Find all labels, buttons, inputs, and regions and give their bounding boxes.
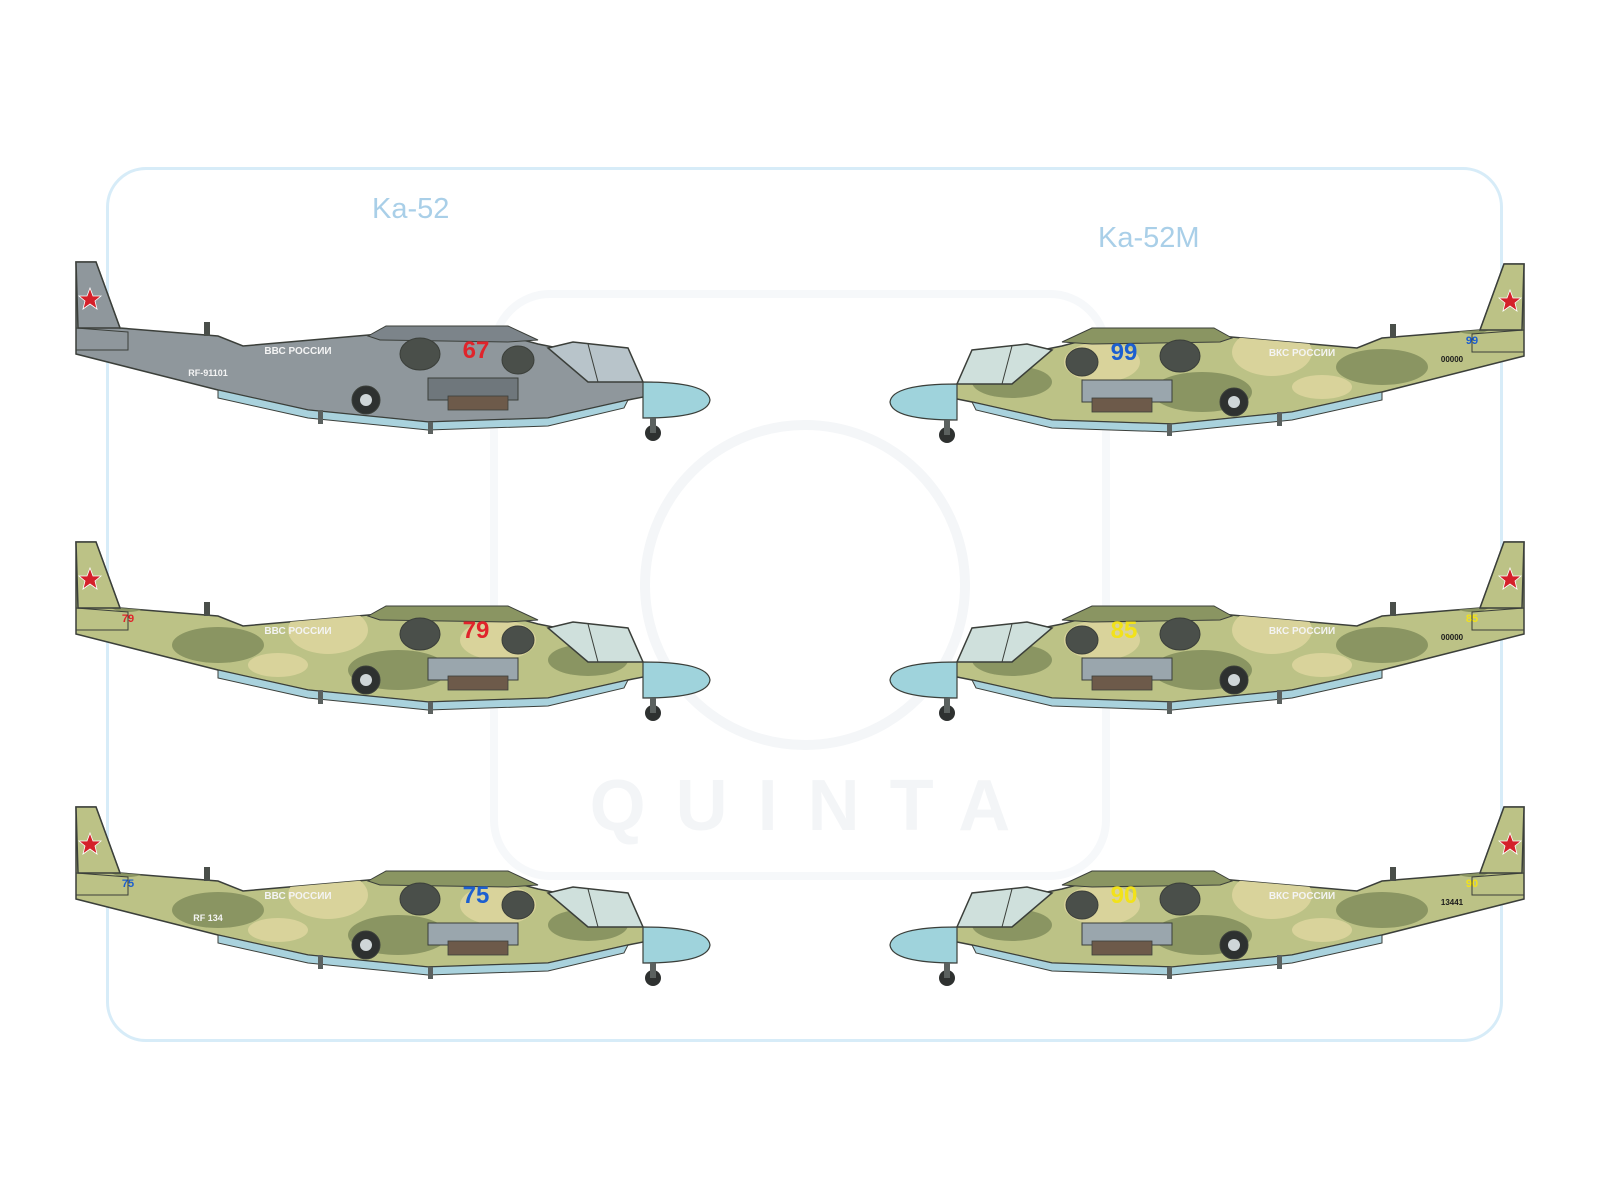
antenna-mast: [1390, 867, 1396, 881]
red-star-insignia: [77, 286, 103, 310]
tail-gear: [318, 955, 323, 969]
tail-fin: [1478, 263, 1525, 331]
tail-gear: [1277, 412, 1282, 426]
tail-fin: [75, 806, 122, 874]
antenna-mast: [204, 867, 210, 881]
side-number: 75: [463, 882, 490, 909]
belly-band: [217, 669, 629, 711]
tail-gear: [1277, 690, 1282, 704]
red-star-insignia: [77, 831, 103, 855]
tail-number: 85: [1466, 613, 1478, 625]
tail-fin: [1478, 806, 1525, 874]
column-title-ka52: Ka-52: [372, 193, 450, 225]
red-star-insignia: [1497, 831, 1523, 855]
nose-radome: [889, 661, 958, 699]
belly-band: [971, 391, 1383, 433]
engine-intake: [399, 617, 441, 651]
cockpit-canopy: [546, 886, 645, 928]
cockpit-canopy: [955, 621, 1054, 663]
tail-number: 90: [1466, 878, 1478, 890]
tail-gear: [318, 410, 323, 424]
fuselage-inscription: ВВС РОССИИ: [264, 626, 331, 637]
side-number: 99: [1111, 339, 1138, 366]
antenna-mast: [204, 322, 210, 336]
tail-fin: [1478, 541, 1525, 609]
engine-hump: [1061, 605, 1234, 623]
red-star-insignia: [1497, 288, 1523, 312]
serial-number: 13441: [1441, 898, 1464, 907]
red-star-insignia: [77, 566, 103, 590]
tail-number: 99: [1466, 335, 1478, 347]
engine-intake: [399, 337, 441, 371]
antenna-mast: [1390, 602, 1396, 616]
helicopter-profile-ka52-75: ВВС РОССИИ 75 RF 134 75: [68, 795, 728, 1005]
cockpit-canopy: [546, 341, 645, 383]
engine-hump: [366, 605, 539, 623]
engine-hump: [1061, 870, 1234, 888]
cockpit-canopy: [955, 886, 1054, 928]
engine-hump: [366, 325, 539, 343]
watermark-frame: [490, 290, 1110, 880]
engine-intake: [1159, 617, 1201, 651]
tail-gear: [1277, 955, 1282, 969]
belly-band: [217, 934, 629, 976]
tail-number: 79: [122, 613, 134, 625]
fuselage-inscription: ВКС РОССИИ: [1269, 891, 1335, 902]
tail-gear: [318, 690, 323, 704]
nose-radome: [889, 383, 958, 421]
side-number: 79: [463, 617, 490, 644]
cockpit-canopy: [955, 343, 1054, 385]
side-number: 67: [463, 337, 490, 364]
nose-radome: [642, 926, 711, 964]
column-title-ka52m: Ka-52M: [1098, 222, 1200, 254]
belly-band: [971, 669, 1383, 711]
engine-intake: [399, 882, 441, 916]
nose-radome: [642, 661, 711, 699]
antenna-mast: [1390, 324, 1396, 338]
engine-hump: [366, 870, 539, 888]
nose-radome: [889, 926, 958, 964]
serial-number: 00000: [1441, 355, 1464, 364]
engine-hump: [1061, 327, 1234, 345]
fuselage-inscription: ВВС РОССИИ: [264, 346, 331, 357]
fuselage-inscription: ВКС РОССИИ: [1269, 348, 1335, 359]
engine-intake: [1159, 339, 1201, 373]
side-number: 90: [1111, 882, 1138, 909]
cockpit-canopy: [546, 621, 645, 663]
side-number: 85: [1111, 617, 1138, 644]
red-star-insignia: [1497, 566, 1523, 590]
watermark-logo: [640, 420, 970, 750]
engine-intake: [1159, 882, 1201, 916]
antenna-mast: [204, 602, 210, 616]
registration-code: RF-91101: [188, 368, 228, 378]
watermark-text: QUINTA: [589, 766, 1041, 846]
nose-radome: [642, 381, 711, 419]
tail-fin: [75, 261, 122, 329]
registration-code: RF 134: [193, 913, 223, 923]
tail-number: 75: [122, 878, 134, 890]
fuselage-inscription: ВВС РОССИИ: [264, 891, 331, 902]
serial-number: 00000: [1441, 633, 1464, 642]
tail-fin: [75, 541, 122, 609]
belly-band: [217, 389, 629, 431]
belly-band: [971, 934, 1383, 976]
helicopter-profile-ka52-79: ВВС РОССИИ 79 79: [68, 530, 728, 740]
fuselage-inscription: ВКС РОССИИ: [1269, 626, 1335, 637]
